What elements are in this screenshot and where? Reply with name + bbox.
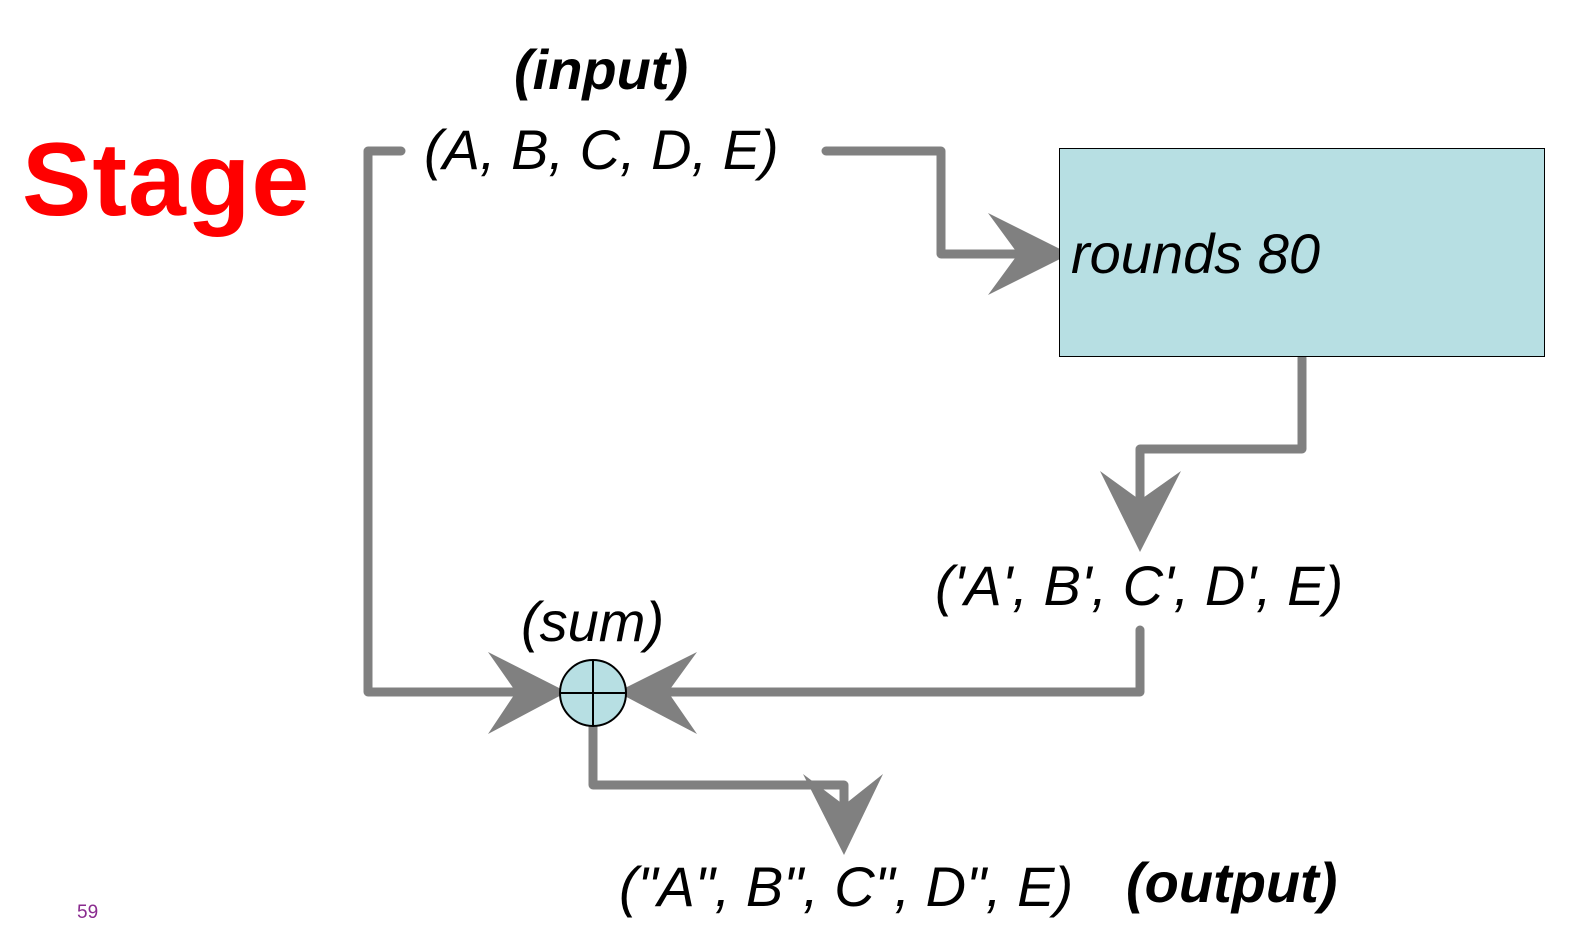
sum-label: (sum) — [521, 590, 665, 653]
arrowhead-down-icon — [803, 774, 883, 855]
arrowhead-right-icon — [988, 213, 1070, 295]
rounds-block-label: rounds 80 — [1071, 222, 1321, 285]
input-to-rounds-connector — [821, 146, 1045, 259]
rounds-block — [1059, 148, 1545, 357]
output-label: (output) — [1126, 851, 1338, 914]
intermediate-tuple: ('A', B', C', D', E) — [935, 554, 1344, 617]
arrowhead-right-icon — [488, 652, 567, 734]
feedforward-connector — [363, 146, 550, 697]
output-tuple: ("A", B", C", D", E) — [619, 855, 1074, 918]
rounds-to-intermediate-connector — [1135, 353, 1307, 525]
arrowhead-left-icon — [617, 652, 697, 734]
intermediate-to-sum-connector — [645, 625, 1145, 697]
input-label: (input) — [514, 38, 689, 101]
input-tuple: (A, B, C, D, E) — [424, 118, 779, 181]
circled-plus-icon — [559, 659, 627, 727]
sum-to-output-connector — [588, 721, 849, 830]
stage-title: Stage — [22, 122, 311, 238]
arrowhead-down-icon — [1100, 471, 1181, 552]
page-number: 59 — [77, 902, 99, 923]
